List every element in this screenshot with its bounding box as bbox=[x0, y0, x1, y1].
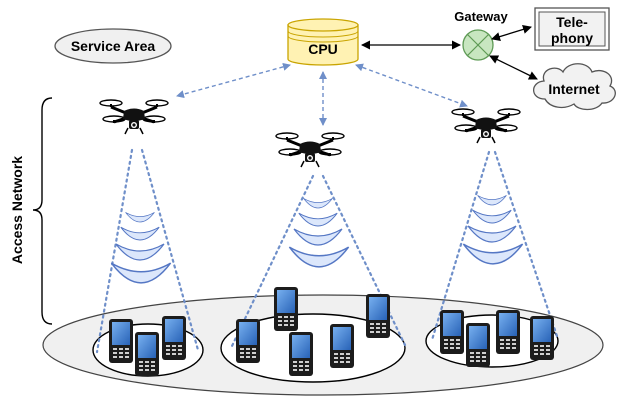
access-network-brace bbox=[32, 97, 53, 325]
mobile-phone-icon bbox=[330, 324, 354, 368]
mobile-phone-icon bbox=[530, 316, 554, 360]
mobile-phone-icon bbox=[162, 316, 186, 360]
service-area-legend: Service Area bbox=[54, 28, 172, 64]
cpu-label: CPU bbox=[308, 41, 338, 57]
drone-icon bbox=[274, 131, 346, 169]
cloud-icon: Internet bbox=[532, 63, 616, 111]
cpu-drone-links bbox=[176, 62, 468, 126]
cpu-node: CPU bbox=[287, 18, 359, 66]
gateway-cross-icon bbox=[462, 29, 494, 61]
gateway-label: Gateway bbox=[454, 9, 508, 24]
gateway-telephony-link bbox=[491, 25, 532, 41]
drone-icon bbox=[98, 98, 170, 136]
mobile-phone-icon bbox=[109, 319, 133, 363]
mobile-phone-icon bbox=[135, 332, 159, 376]
telephony-box: Tele- phony bbox=[534, 7, 610, 51]
drone-icon bbox=[450, 107, 522, 145]
mobile-phone-icon bbox=[440, 310, 464, 354]
mobile-phone-icon bbox=[496, 310, 520, 354]
mobile-phone-icon bbox=[236, 319, 260, 363]
telephony-label-line1: Tele- bbox=[556, 14, 588, 30]
access-network-label: Access Network bbox=[9, 156, 25, 264]
mobile-phone-icon bbox=[289, 332, 313, 376]
mobile-phone-icon bbox=[366, 294, 390, 338]
beam-cones bbox=[95, 148, 559, 354]
service-area-label: Service Area bbox=[71, 38, 156, 54]
gateway-internet-link bbox=[489, 55, 538, 80]
mobile-phone-icon bbox=[466, 323, 490, 367]
telephony-label-line2: phony bbox=[551, 30, 593, 46]
internet-label: Internet bbox=[548, 81, 600, 97]
cell-center bbox=[220, 313, 406, 383]
mobile-phone-icon bbox=[274, 287, 298, 331]
